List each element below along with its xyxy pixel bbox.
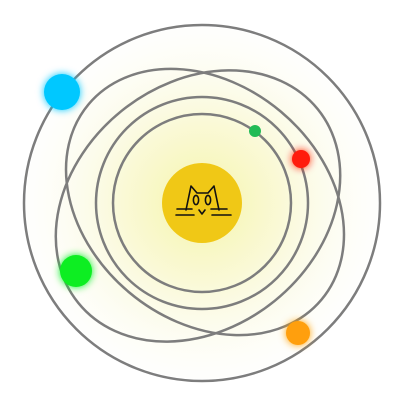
green-planet [60,255,92,287]
orbit-inner [111,112,293,294]
planet-group [44,74,310,345]
orbit-outer [22,23,382,383]
red-planet [292,150,310,168]
sun-disc [162,163,242,243]
cat-face-icon [175,185,232,216]
small-green-planet [249,125,261,137]
orbit-tilted-right [64,67,346,337]
sun [162,163,242,243]
cyan-planet [44,74,80,110]
orange-planet [286,321,310,345]
orbit-group [22,23,382,383]
orbit-middle [94,95,310,311]
orbit-tilted-left [54,69,342,343]
